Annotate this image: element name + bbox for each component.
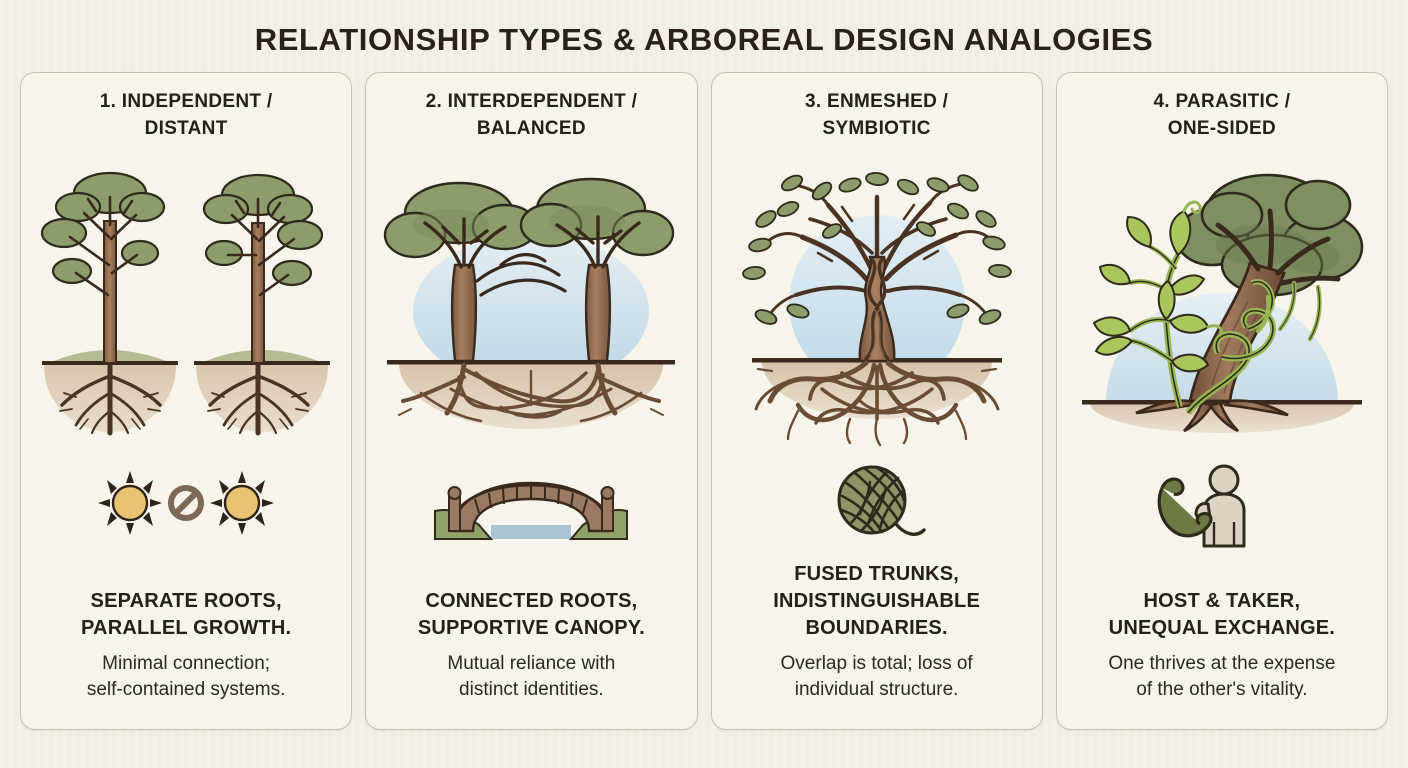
caption-head-line1: HOST & TAKER, <box>1143 589 1301 612</box>
card-title-line2: SYMBIOTIC <box>822 117 931 139</box>
card-title-interdependent-balanced: 2. INTERDEPENDENT / BALANCED <box>426 89 638 147</box>
caption-sub-line2: self-contained systems. <box>86 678 286 700</box>
cards-container: 1. INDEPENDENT / DISTANT <box>0 58 1408 730</box>
card-parasitic-one-sided[interactable]: 4. PARASITIC / ONE-SIDED <box>1055 72 1388 730</box>
card-title-line2: BALANCED <box>476 117 586 139</box>
page-title: RELATIONSHIP TYPES & ARBOREAL DESIGN ANA… <box>254 22 1154 57</box>
caption-sub-line2: individual structure. <box>794 678 959 700</box>
caption-sub-line1: Mutual reliance with <box>447 652 616 674</box>
caption-head-line2: SUPPORTIVE CANOPY. <box>417 616 645 639</box>
sun-right-icon <box>210 471 275 535</box>
braided-fused-trunk-tree-illustration <box>722 151 1032 451</box>
caption-sub: Overlap is total; loss of individual str… <box>722 651 1032 703</box>
caption-head: HOST & TAKER, UNEQUAL EXCHANGE. <box>1067 588 1377 642</box>
prohibition-icon <box>168 485 205 521</box>
two-separate-trees-illustration <box>31 151 341 451</box>
caption-sub: One thrives at the expense of the other'… <box>1067 651 1377 703</box>
card-title-line2: DISTANT <box>144 117 228 139</box>
card-title-line1: 2. INTERDEPENDENT / <box>425 91 638 112</box>
card-interdependent-balanced[interactable]: 2. INTERDEPENDENT / BALANCED <box>365 72 698 730</box>
caption-head-line2: PARALLEL GROWTH. <box>81 616 292 639</box>
caption-head-line1: FUSED TRUNKS, <box>794 562 960 585</box>
card-title-parasitic-one-sided: 4. PARASITIC / ONE-SIDED <box>1153 89 1290 147</box>
caption-sub-line1: Minimal connection; <box>102 652 271 674</box>
caption-head: CONNECTED ROOTS, SUPPORTIVE CANOPY. <box>376 588 686 642</box>
caption-head-line2: UNEQUAL EXCHANGE. <box>1108 616 1336 639</box>
caption-enmeshed-symbiotic: FUSED TRUNKS, INDISTINGUISHABLE BOUNDARI… <box>722 561 1032 717</box>
card-enmeshed-symbiotic[interactable]: 3. ENMESHED / SYMBIOTIC <box>710 72 1043 730</box>
caption-sub-line2: distinct identities. <box>459 678 604 700</box>
caption-interdependent-balanced: CONNECTED ROOTS, SUPPORTIVE CANOPY. Mutu… <box>376 588 686 717</box>
vine-strangling-tree-illustration <box>1067 151 1377 451</box>
leech-on-person-icon <box>1152 455 1292 551</box>
two-intertwined-root-trees-illustration <box>376 151 686 451</box>
card-title-enmeshed-symbiotic: 3. ENMESHED / SYMBIOTIC <box>805 89 948 147</box>
caption-head: FUSED TRUNKS, INDISTINGUISHABLE BOUNDARI… <box>722 561 1032 642</box>
card-title-line1: 3. ENMESHED / <box>804 91 949 112</box>
caption-head-line1: SEPARATE ROOTS, <box>90 589 282 612</box>
two-suns-no-connection-icon <box>86 455 286 551</box>
card-title-line1: 1. INDEPENDENT / <box>99 91 273 112</box>
caption-sub-line2: of the other's vitality. <box>1136 678 1308 700</box>
caption-sub-line1: Overlap is total; loss of <box>780 652 973 674</box>
tangled-yarn-ball-icon <box>812 455 942 551</box>
sun-left-icon <box>98 471 163 535</box>
caption-head-line2: INDISTINGUISHABLE <box>773 589 980 612</box>
caption-sub: Minimal connection; self-contained syste… <box>31 651 341 703</box>
stone-bridge-icon <box>431 455 631 551</box>
caption-parasitic-one-sided: HOST & TAKER, UNEQUAL EXCHANGE. One thri… <box>1067 588 1377 717</box>
caption-independent-distant: SEPARATE ROOTS, PARALLEL GROWTH. Minimal… <box>31 588 341 717</box>
caption-head-line3: BOUNDARIES. <box>805 616 948 639</box>
caption-sub: Mutual reliance with distinct identities… <box>376 651 686 703</box>
caption-head-line1: CONNECTED ROOTS, <box>425 589 638 612</box>
card-title-independent-distant: 1. INDEPENDENT / DISTANT <box>100 89 273 147</box>
card-title-line1: 4. PARASITIC / <box>1153 91 1291 112</box>
caption-sub-line1: One thrives at the expense <box>1108 652 1336 674</box>
caption-head: SEPARATE ROOTS, PARALLEL GROWTH. <box>31 588 341 642</box>
card-title-line2: ONE-SIDED <box>1167 117 1277 139</box>
card-independent-distant[interactable]: 1. INDEPENDENT / DISTANT <box>20 72 353 730</box>
